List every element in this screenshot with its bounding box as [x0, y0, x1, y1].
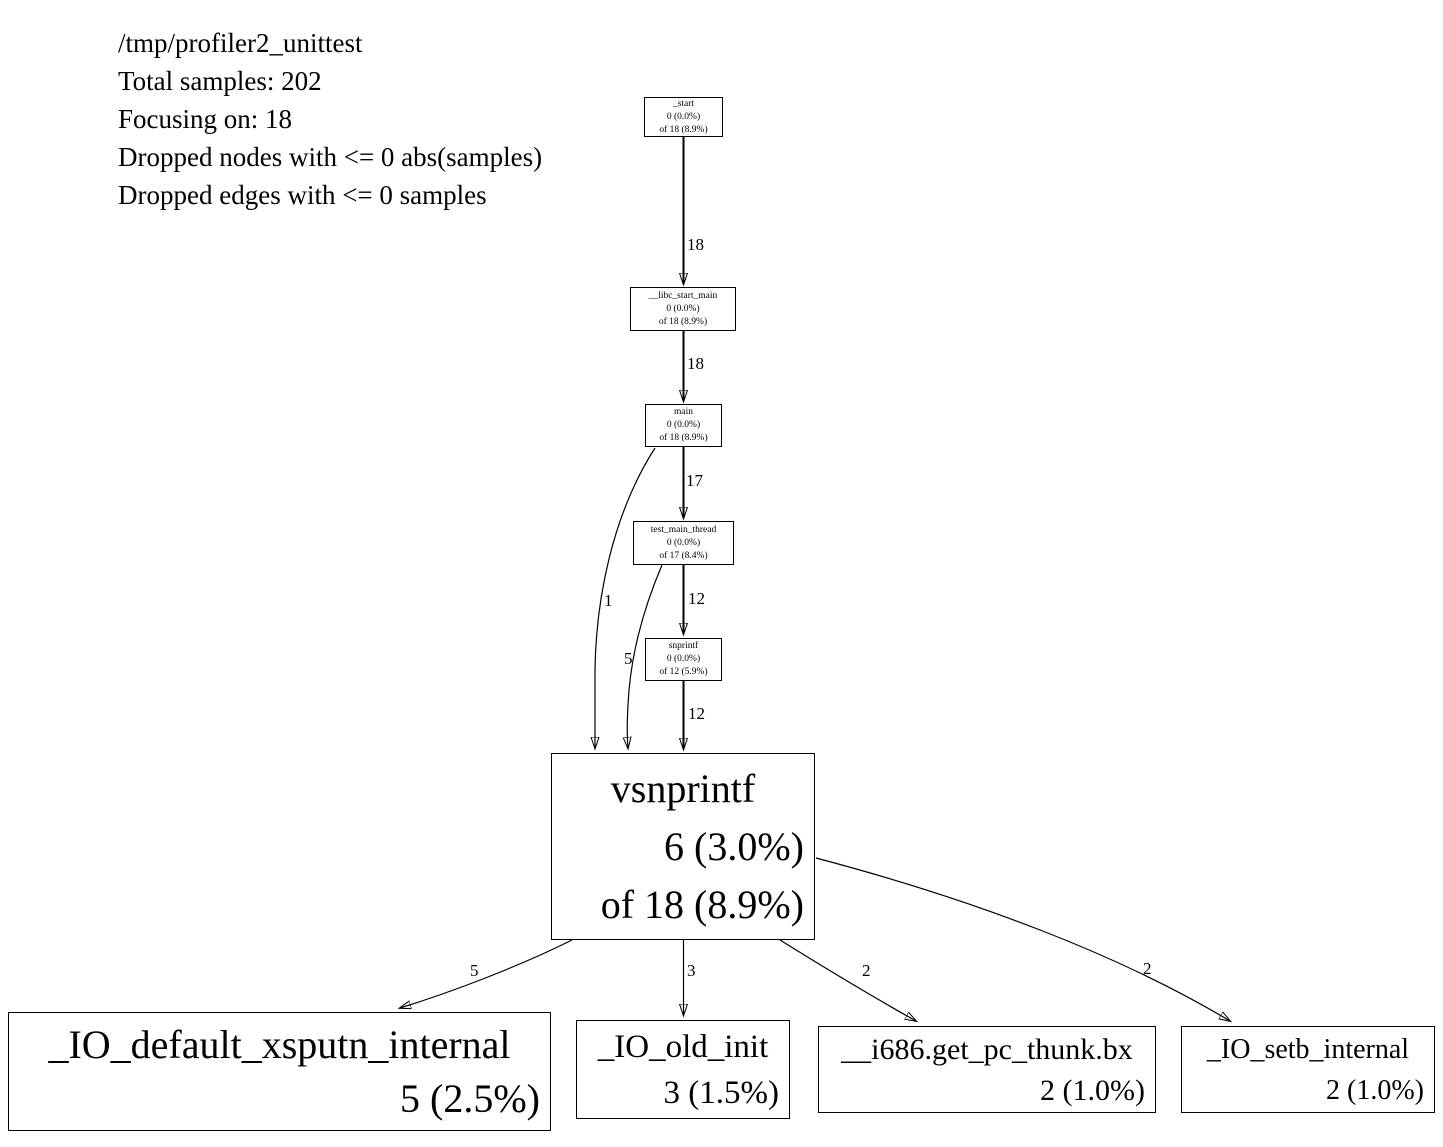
node-snprintf-cum: of 12 (5.9%) — [659, 667, 708, 677]
node-libc-start-main: __libc_start_main 0 (0.0%) of 18 (8.9%) — [630, 287, 736, 331]
node-libc-flat: 0 (0.0%) — [666, 303, 700, 314]
node-test-flat: 0 (0.0%) — [666, 537, 701, 548]
node-io-old-init: _IO_old_init 3 (1.5%) — [576, 1020, 790, 1119]
node-setb-flat: 2 (1.0%) — [1326, 1074, 1424, 1106]
edge-label-start-libc: 18 — [687, 235, 704, 254]
node-xsputn-flat: 5 (2.5%) — [400, 1075, 540, 1121]
node-test-cum: of 17 (8.4%) — [659, 550, 708, 561]
edge-main-to-vsnprintf — [595, 447, 656, 748]
node-vsnprintf: vsnprintf 6 (3.0%) of 18 (8.9%) — [551, 753, 815, 940]
focusing-on-line: Focusing on: 18 — [118, 104, 293, 134]
node-i686-get-pc-thunk: __i686.get_pc_thunk.bx 2 (1.0%) — [818, 1026, 1156, 1113]
edge-vsnprintf-to-xsputn — [400, 939, 573, 1008]
node-test-main-thread: test_main_thread 0 (0.0%) of 17 (8.4%) — [633, 521, 734, 565]
node-test-name: test_main_thread — [650, 524, 717, 535]
node-vsnprintf-cum: of 18 (8.9%) — [600, 881, 804, 927]
node-vsnprintf-flat: 6 (3.0%) — [664, 823, 804, 869]
node-vsnprintf-name: vsnprintf — [610, 765, 756, 811]
edge-label-libc-main: 18 — [687, 354, 704, 373]
edge-label-snprintf-vsnprintf: 12 — [688, 704, 705, 723]
node-start: _start 0 (0.0%) of 18 (8.9%) — [644, 97, 723, 137]
total-samples-line: Total samples: 202 — [118, 66, 322, 96]
node-main: main 0 (0.0%) of 18 (8.9%) — [645, 404, 722, 447]
node-main-cum: of 18 (8.9%) — [659, 433, 708, 443]
edge-label-main-test: 17 — [686, 471, 703, 490]
edge-vsnprintf-to-setb — [815, 857, 1230, 1021]
node-libc-cum: of 18 (8.9%) — [658, 316, 708, 327]
dropped-nodes-line: Dropped nodes with <= 0 abs(samples) — [118, 142, 543, 172]
node-setb-name: _IO_setb_internal — [1206, 1033, 1410, 1065]
node-snprintf-name: snprintf — [668, 641, 699, 651]
profile-summary: /tmp/profiler2_unittest Total samples: 2… — [118, 24, 542, 214]
node-xsputn-name: _IO_default_xsputn_internal — [48, 1021, 511, 1067]
node-snprintf-flat: 0 (0.0%) — [666, 654, 701, 664]
edge-label-vsnprintf-thunk: 2 — [862, 961, 871, 980]
edge-label-test-vsnprintf: 5 — [624, 649, 633, 668]
node-thunk-name: __i686.get_pc_thunk.bx — [841, 1032, 1133, 1066]
edge-label-test-snprintf: 12 — [688, 589, 705, 608]
node-start-cum: of 18 (8.9%) — [659, 124, 708, 135]
node-start-flat: 0 (0.0%) — [666, 111, 701, 122]
edge-label-main-vsnprintf: 1 — [604, 591, 613, 610]
edge-label-vsnprintf-oldinit: 3 — [687, 961, 696, 980]
edge-test-to-vsnprintf — [627, 564, 663, 748]
dropped-edges-line: Dropped edges with <= 0 samples — [118, 180, 487, 210]
edge-vsnprintf-to-thunk — [779, 939, 916, 1021]
node-main-flat: 0 (0.0%) — [666, 420, 701, 430]
node-oldinit-name: _IO_old_init — [597, 1028, 769, 1065]
profile-binary-path: /tmp/profiler2_unittest — [118, 28, 363, 58]
node-main-name: main — [674, 407, 693, 417]
node-snprintf: snprintf 0 (0.0%) of 12 (5.9%) — [645, 638, 722, 681]
node-thunk-flat: 2 (1.0%) — [1040, 1073, 1145, 1107]
node-io-default-xsputn-internal: _IO_default_xsputn_internal 5 (2.5%) — [8, 1012, 551, 1131]
node-io-setb-internal: _IO_setb_internal 2 (1.0%) — [1181, 1026, 1435, 1113]
edge-label-vsnprintf-xsputn: 5 — [470, 961, 479, 980]
edge-label-vsnprintf-setb: 2 — [1143, 959, 1152, 978]
node-libc-name: __libc_start_main — [648, 290, 718, 301]
node-start-name: _start — [672, 98, 695, 109]
node-oldinit-flat: 3 (1.5%) — [663, 1074, 779, 1111]
